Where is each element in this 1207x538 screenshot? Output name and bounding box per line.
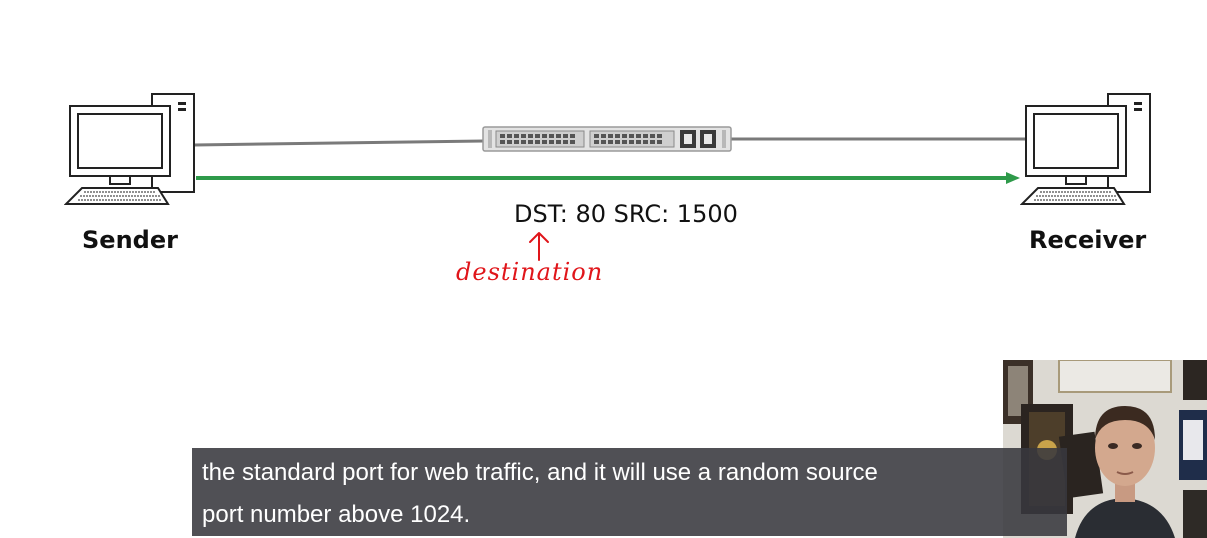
receiver-computer-icon [1020,93,1151,205]
annotation-arrow [529,232,549,261]
caption-line-1: the standard port for web traffic, and i… [202,459,878,486]
subtitle-caption: the standard port for web traffic, and i… [192,448,1067,536]
traffic-arrow-head [1006,172,1020,184]
sender-label: Sender [82,226,178,254]
receiver-label: Receiver [1029,226,1147,254]
network-switch-icon [482,126,732,152]
diagram-links [193,137,1030,184]
caption-line-2: port number above 1024. [202,501,471,528]
sender-computer-icon [64,93,195,205]
destination-annotation: destination [456,258,604,286]
packet-header-label: DST: 80 SRC: 1500 [514,200,738,228]
wire-sender-to-switch [193,139,485,147]
